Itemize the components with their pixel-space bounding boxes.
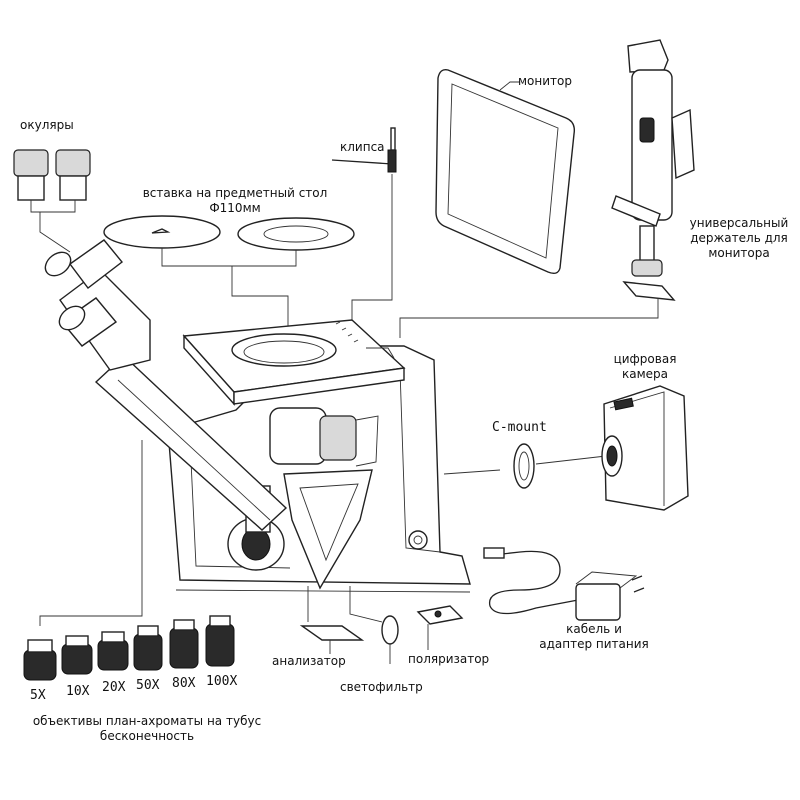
cable-illustration: [483, 547, 645, 621]
label-stage-insert-line2: Ф110мм: [209, 201, 261, 215]
label-stage-insert-line1: вставка на предметный стол: [142, 186, 328, 200]
objective-label-100x: 100X: [206, 674, 238, 689]
label-clip: клипса: [340, 140, 385, 154]
camera-illustration: [601, 385, 689, 511]
stage-inserts-illustration: [103, 215, 355, 330]
cmount-illustration: [443, 443, 607, 489]
objective-label-10x: 10X: [66, 684, 90, 699]
label-cable-line2: адаптер питания: [539, 637, 649, 651]
clip-illustration: [331, 127, 397, 330]
label-cmount: C-mount: [492, 420, 547, 435]
label-cable-line1: кабель и: [566, 622, 622, 636]
objective-label-50x: 50X: [136, 678, 160, 693]
label-cable: кабель и адаптер питания: [534, 622, 654, 652]
objective-label-20x: 20X: [102, 680, 126, 695]
label-holder-line2: держатель для: [690, 231, 788, 245]
binocular-head-illustration: [44, 239, 288, 531]
label-analyzer: анализатор: [272, 654, 346, 668]
objectives-illustration: [23, 440, 235, 681]
accessories-illustration: [299, 586, 464, 664]
label-polarizer: поляризатор: [408, 652, 490, 666]
monitor-holder-illustration: [399, 39, 695, 338]
microscope-body-illustration: [167, 319, 471, 593]
label-camera: цифровая камера: [604, 352, 686, 382]
objective-label-5x: 5X: [30, 688, 46, 703]
eyepieces-illustration: [13, 149, 91, 253]
label-objectives: объективы план-ахроматы на тубус бесконе…: [12, 714, 282, 744]
label-objectives-line1: объективы план-ахроматы на тубус: [32, 714, 262, 728]
label-monitor: монитор: [518, 74, 572, 88]
objective-label-80x: 80X: [172, 676, 196, 691]
label-eyepieces: окуляры: [20, 118, 74, 132]
label-holder-line1: универсальный: [689, 216, 789, 230]
monitor-illustration: [435, 68, 576, 275]
label-camera-line2: камера: [621, 367, 668, 381]
label-objectives-line2: бесконечность: [99, 729, 195, 743]
label-filter: светофильтр: [340, 680, 423, 694]
label-holder-line3: монитора: [708, 246, 770, 260]
label-holder: универсальный держатель для монитора: [684, 216, 794, 261]
label-camera-line1: цифровая: [613, 352, 677, 366]
label-stage-insert: вставка на предметный стол Ф110мм: [120, 186, 350, 216]
